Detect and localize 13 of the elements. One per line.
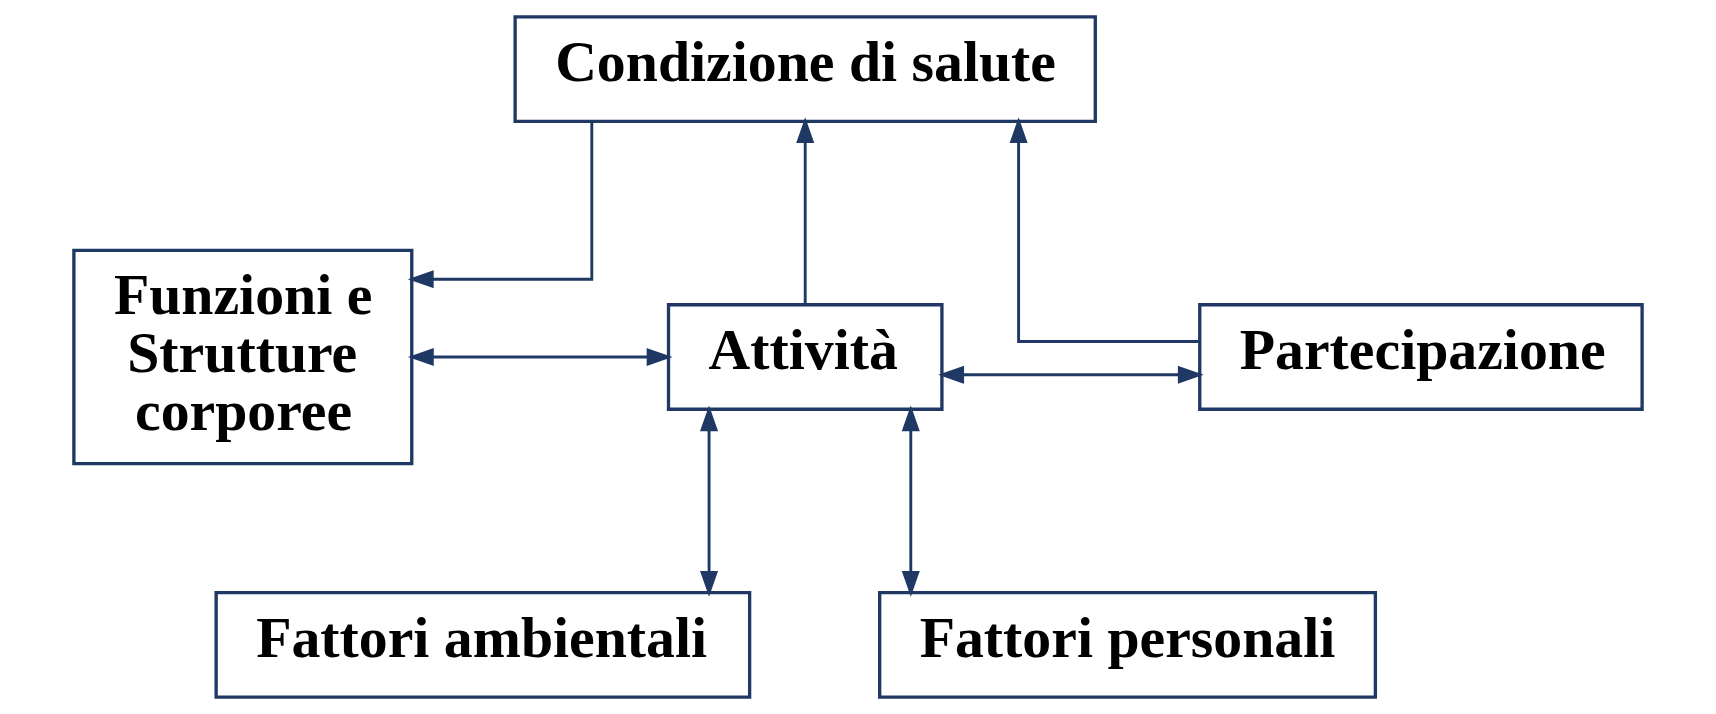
arrow [938, 365, 1204, 384]
node-box: Partecipazione [1198, 303, 1644, 411]
arrow [407, 122, 594, 289]
arrow [796, 117, 815, 305]
node-box: Fattori ambientali [214, 590, 752, 699]
arrow [700, 405, 719, 597]
node-box: Attività [666, 303, 944, 411]
node-box: Funzioni e Strutture corporee [72, 248, 414, 466]
arrow [1009, 117, 1200, 343]
arrow [901, 405, 920, 597]
node-box: Fattori personali [878, 590, 1378, 699]
arrow [407, 347, 673, 367]
node-box: Condizione di salute [513, 15, 1097, 124]
